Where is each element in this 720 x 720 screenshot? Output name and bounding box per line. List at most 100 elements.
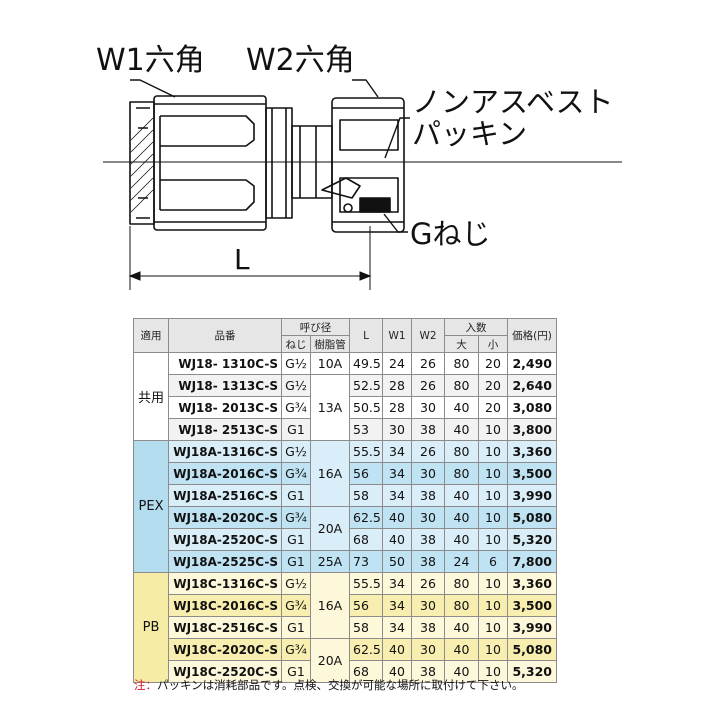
price-cell: 2,640 bbox=[507, 374, 557, 397]
qty-small-cell: 10 bbox=[478, 506, 508, 529]
length-cell: 50.5 bbox=[349, 396, 383, 419]
length-cell: 62.5 bbox=[349, 506, 383, 529]
qty-small-cell: 10 bbox=[478, 484, 508, 507]
qty-large-cell: 40 bbox=[444, 528, 479, 551]
header-large: 大 bbox=[444, 335, 479, 353]
qty-large-cell: 40 bbox=[444, 660, 479, 683]
price-cell: 3,360 bbox=[507, 572, 557, 595]
thread-cell: G¾ bbox=[281, 506, 311, 529]
part-number-cell: WJ18C-2020C-S bbox=[168, 638, 282, 661]
price-cell: 5,080 bbox=[507, 506, 557, 529]
price-cell: 5,320 bbox=[507, 660, 557, 683]
w2-cell: 38 bbox=[411, 484, 445, 507]
length-cell: 55.5 bbox=[349, 572, 383, 595]
length-cell: 68 bbox=[349, 528, 383, 551]
thread-cell: G1 bbox=[281, 616, 311, 639]
packing-label-line2: パッキン bbox=[412, 117, 528, 151]
qty-large-cell: 40 bbox=[444, 418, 479, 441]
w2-cell: 30 bbox=[411, 594, 445, 617]
header-l: L bbox=[349, 318, 383, 353]
thread-cell: G½ bbox=[281, 374, 311, 397]
header-w2: W2 bbox=[411, 318, 445, 353]
resin-pipe-cell: 25A bbox=[310, 550, 350, 573]
length-cell: 58 bbox=[349, 616, 383, 639]
dimension-l-label: L bbox=[234, 243, 250, 276]
thread-cell: G¾ bbox=[281, 396, 311, 419]
header-usage: 適用 bbox=[133, 318, 169, 353]
qty-large-cell: 24 bbox=[444, 550, 479, 573]
part-number-cell: WJ18A-2516C-S bbox=[168, 484, 282, 507]
w1-hex-nut bbox=[129, 95, 267, 231]
footnote-text: パッキンは消耗部品です。点検、交換が可能な場所に取付けて下さい。 bbox=[157, 678, 524, 692]
part-number-cell: WJ18- 2513C-S bbox=[168, 418, 282, 441]
part-number-cell: WJ18C-2016C-S bbox=[168, 594, 282, 617]
qty-small-cell: 10 bbox=[478, 528, 508, 551]
thread-cell: G¾ bbox=[281, 462, 311, 485]
length-cell: 52.5 bbox=[349, 374, 383, 397]
part-number-cell: WJ18- 1310C-S bbox=[168, 352, 282, 375]
price-cell: 3,500 bbox=[507, 594, 557, 617]
w2-cell: 26 bbox=[411, 572, 445, 595]
part-number-cell: WJ18A-1316C-S bbox=[168, 440, 282, 463]
length-cell: 62.5 bbox=[349, 638, 383, 661]
qty-small-cell: 20 bbox=[478, 374, 508, 397]
header-small: 小 bbox=[478, 335, 508, 353]
length-cell: 56 bbox=[349, 462, 383, 485]
w2-hex-label: W2六角 bbox=[246, 43, 355, 78]
thread-cell: G1 bbox=[281, 550, 311, 573]
qty-small-cell: 10 bbox=[478, 638, 508, 661]
w1-cell: 28 bbox=[382, 396, 412, 419]
w2-cell: 38 bbox=[411, 660, 445, 683]
length-cell: 53 bbox=[349, 418, 383, 441]
price-cell: 3,990 bbox=[507, 484, 557, 507]
dimension-l bbox=[128, 226, 372, 290]
w2-cell: 38 bbox=[411, 528, 445, 551]
header-price: 価格(円) bbox=[507, 318, 557, 353]
length-cell: 49.5 bbox=[349, 352, 383, 375]
usage-category-cell: PB bbox=[133, 572, 169, 683]
qty-large-cell: 40 bbox=[444, 616, 479, 639]
price-cell: 3,080 bbox=[507, 396, 557, 419]
qty-small-cell: 10 bbox=[478, 616, 508, 639]
part-number-cell: WJ18A-2016C-S bbox=[168, 462, 282, 485]
thread-cell: G¾ bbox=[281, 638, 311, 661]
w2-cell: 30 bbox=[411, 638, 445, 661]
qty-large-cell: 40 bbox=[444, 638, 479, 661]
w1-cell: 34 bbox=[382, 616, 412, 639]
qty-small-cell: 6 bbox=[478, 550, 508, 573]
price-cell: 5,080 bbox=[507, 638, 557, 661]
thread-cell: G½ bbox=[281, 440, 311, 463]
thread-cell: G½ bbox=[281, 352, 311, 375]
resin-pipe-cell: 16A bbox=[310, 572, 350, 639]
length-cell: 56 bbox=[349, 594, 383, 617]
w2-cell: 26 bbox=[411, 352, 445, 375]
header-nominal: 呼び径 bbox=[281, 318, 350, 336]
w1-cell: 34 bbox=[382, 572, 412, 595]
price-cell: 5,320 bbox=[507, 528, 557, 551]
length-cell: 68 bbox=[349, 660, 383, 683]
qty-small-cell: 10 bbox=[478, 594, 508, 617]
w1-cell: 50 bbox=[382, 550, 412, 573]
w1-cell: 34 bbox=[382, 594, 412, 617]
qty-small-cell: 10 bbox=[478, 440, 508, 463]
qty-large-cell: 40 bbox=[444, 484, 479, 507]
length-cell: 58 bbox=[349, 484, 383, 507]
qty-large-cell: 80 bbox=[444, 374, 479, 397]
w2-cell: 38 bbox=[411, 418, 445, 441]
qty-small-cell: 20 bbox=[478, 396, 508, 419]
thread-cell: G½ bbox=[281, 572, 311, 595]
qty-large-cell: 80 bbox=[444, 572, 479, 595]
w1-cell: 28 bbox=[382, 374, 412, 397]
part-number-cell: WJ18C-2516C-S bbox=[168, 616, 282, 639]
w2-cell: 30 bbox=[411, 506, 445, 529]
w1-cell: 34 bbox=[382, 440, 412, 463]
resin-pipe-cell: 13A bbox=[310, 374, 350, 441]
w1-cell: 34 bbox=[382, 462, 412, 485]
qty-large-cell: 40 bbox=[444, 506, 479, 529]
w1-hex-label: W1六角 bbox=[96, 43, 205, 78]
resin-pipe-cell: 16A bbox=[310, 440, 350, 507]
gthread-label: Gねじ bbox=[410, 217, 491, 251]
